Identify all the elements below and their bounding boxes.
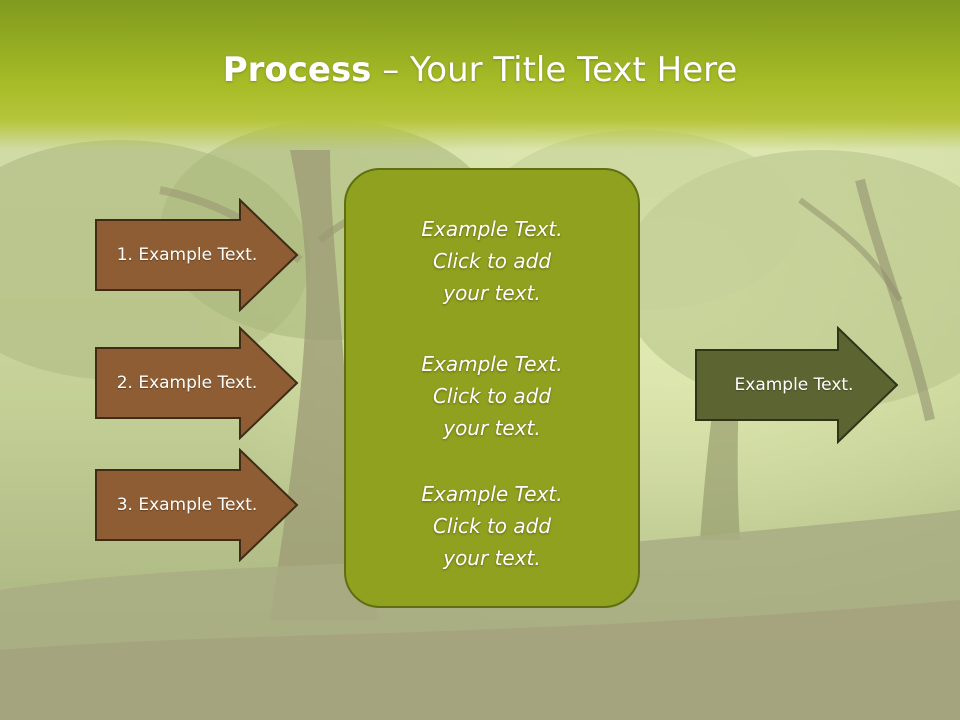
center-content-box[interactable] (344, 168, 640, 608)
center-text-line: your text. (443, 281, 541, 305)
step-label-3: 3. Example Text. (116, 495, 258, 515)
title-band (0, 0, 960, 150)
step-arrow-2[interactable] (94, 326, 300, 440)
center-text-block-3[interactable]: Example Text. Click to add your text. (344, 478, 640, 574)
center-text-block-2[interactable]: Example Text. Click to add your text. (344, 348, 640, 444)
center-text-line: Click to add (432, 384, 552, 408)
step-arrow-1[interactable] (94, 198, 300, 312)
slide-title: Process – Your Title Text Here (0, 50, 960, 90)
step-arrow-3[interactable] (94, 448, 300, 562)
center-text-line: Click to add (432, 514, 552, 538)
center-text-line: Example Text. (421, 482, 563, 506)
title-rest: – Your Title Text Here (371, 50, 738, 90)
output-label: Example Text. (734, 375, 854, 395)
center-text-block-1[interactable]: Example Text. Click to add your text. (344, 213, 640, 309)
title-bold: Process (222, 50, 372, 90)
step-label-2: 2. Example Text. (116, 373, 258, 393)
center-text-line: Example Text. (421, 217, 563, 241)
center-text-line: Click to add (432, 249, 552, 273)
center-text-line: Example Text. (421, 352, 563, 376)
step-label-1: 1. Example Text. (116, 245, 258, 265)
center-text-line: your text. (443, 416, 541, 440)
output-arrow[interactable] (694, 326, 900, 444)
center-text-line: your text. (443, 546, 541, 570)
